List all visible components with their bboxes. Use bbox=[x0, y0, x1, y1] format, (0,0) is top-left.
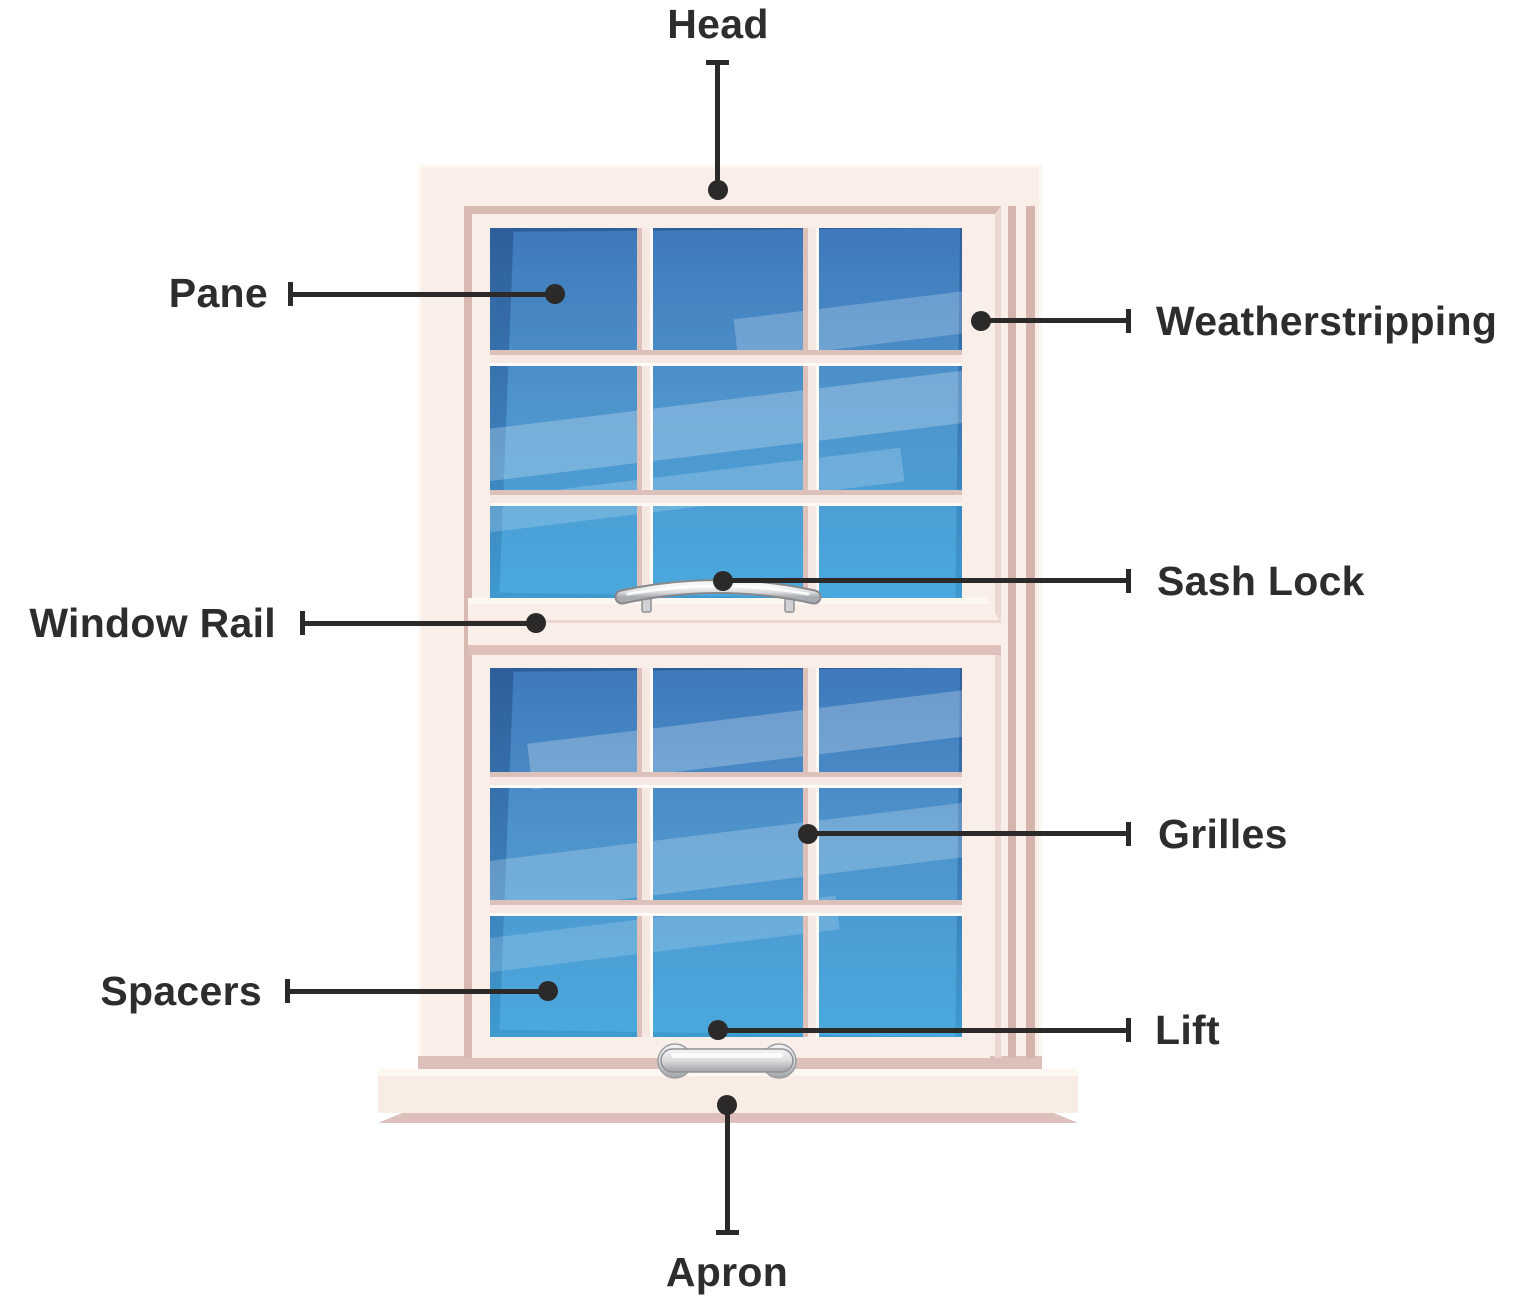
grille-bar-horizontal bbox=[490, 900, 962, 916]
callout-apron-tick bbox=[716, 1230, 739, 1235]
callout-spacers-dot bbox=[538, 981, 558, 1001]
callout-spacers-label: Spacers bbox=[100, 968, 262, 1014]
callout-sash-lock-label: Sash Lock bbox=[1157, 558, 1365, 604]
callout-sash-lock-tick bbox=[1126, 569, 1131, 593]
callout-head-label: Head bbox=[667, 1, 769, 47]
callout-window-rail-line bbox=[302, 621, 536, 626]
upper-sash-glass bbox=[490, 228, 962, 600]
lower-glass-sheet bbox=[499, 668, 961, 1037]
callout-lift-tick bbox=[1126, 1018, 1131, 1042]
callout-grilles-line bbox=[808, 831, 1128, 836]
callout-head-dot bbox=[708, 180, 728, 200]
grille-bar-vertical bbox=[803, 668, 819, 1037]
grille-bar-horizontal bbox=[490, 490, 962, 506]
callout-apron-label: Apron bbox=[665, 1249, 789, 1295]
grille-bar-vertical bbox=[637, 668, 653, 1037]
weatherstripping-stripe bbox=[1008, 206, 1016, 1058]
callout-weatherstripping-line bbox=[981, 318, 1128, 323]
upper-glass-sheet bbox=[499, 228, 961, 600]
window-rail-line bbox=[468, 620, 1001, 623]
callout-grilles-label: Grilles bbox=[1158, 811, 1288, 857]
callout-apron-line bbox=[725, 1105, 730, 1232]
callout-spacers-line bbox=[287, 989, 548, 994]
grille-bar-vertical bbox=[637, 228, 653, 600]
weatherstripping-stripe bbox=[1026, 206, 1035, 1058]
callout-lift-label: Lift bbox=[1155, 1007, 1220, 1053]
callout-pane-dot bbox=[545, 284, 565, 304]
window-rail bbox=[468, 598, 1001, 655]
lower-sash-glass bbox=[490, 668, 962, 1037]
callout-window-rail-label: Window Rail bbox=[29, 600, 276, 646]
callout-lift-line bbox=[718, 1028, 1128, 1033]
grille-bar-vertical bbox=[803, 228, 819, 600]
callout-pane-line bbox=[290, 292, 555, 297]
callout-sash-lock-line bbox=[723, 578, 1128, 583]
callout-weatherstripping-tick bbox=[1126, 309, 1131, 333]
grille-bar-horizontal bbox=[490, 772, 962, 788]
callout-pane-label: Pane bbox=[168, 270, 268, 316]
callout-head-line bbox=[715, 62, 720, 190]
callout-weatherstripping-label: Weatherstripping bbox=[1156, 298, 1498, 344]
grille-bar-horizontal bbox=[490, 350, 962, 366]
callout-window-rail-dot bbox=[526, 613, 546, 633]
callout-grilles-tick bbox=[1126, 822, 1131, 846]
lift-handle-icon bbox=[657, 1043, 797, 1079]
